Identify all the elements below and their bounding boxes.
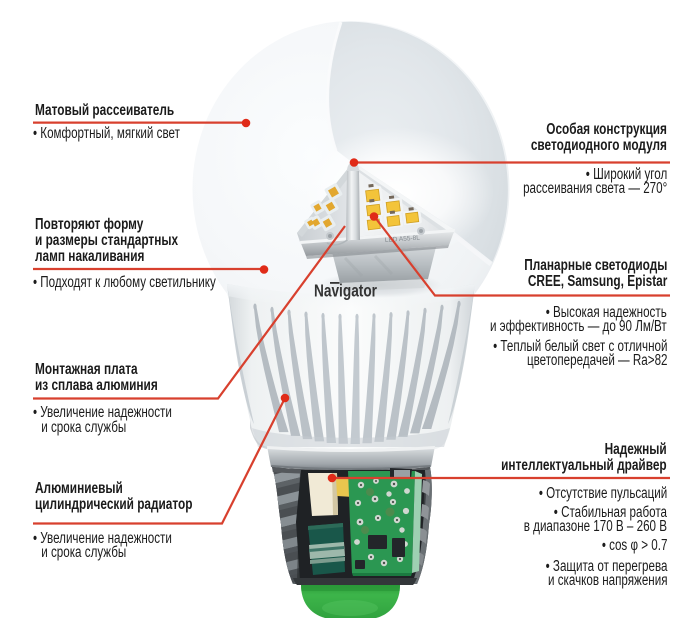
svg-text:Navigator: Navigator	[314, 281, 377, 301]
svg-text:LED A55-8L: LED A55-8L	[385, 235, 421, 244]
